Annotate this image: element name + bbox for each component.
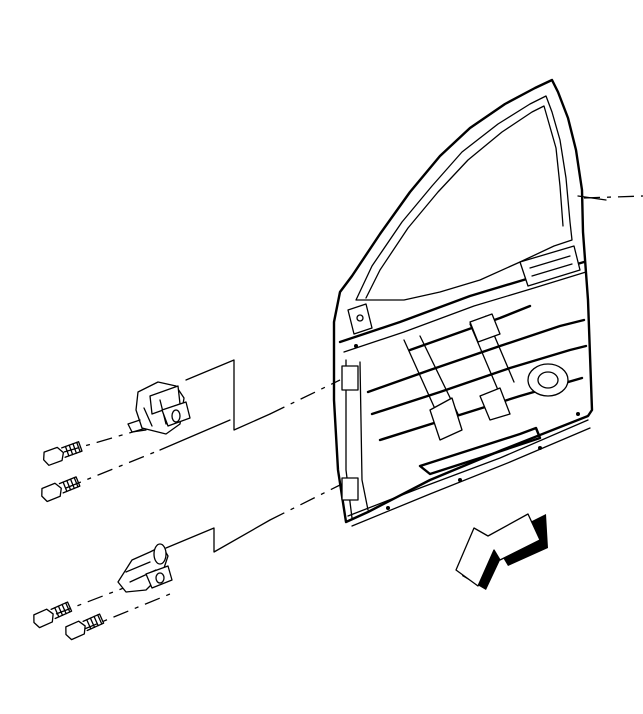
bolt-icon (43, 441, 83, 466)
upper-hinge (127, 381, 191, 435)
door-pocket (418, 426, 542, 476)
regulator-rail-upper (366, 318, 586, 394)
lower-hinge (117, 543, 173, 593)
bolt-icon (65, 613, 105, 641)
regulator-motor (527, 363, 569, 397)
door-outer-outline (332, 78, 594, 524)
hinge-bolts (33, 441, 105, 641)
regulator-rail-mid (370, 344, 588, 416)
bolt-icon (41, 476, 81, 503)
window-frame (355, 95, 573, 301)
front-direction-arrow-icon (455, 513, 548, 590)
leader-lines (55, 359, 343, 631)
mirror-mount (347, 303, 373, 335)
bolt-icon (33, 601, 73, 629)
door-shell (332, 78, 643, 527)
latch-bracket (519, 245, 581, 287)
